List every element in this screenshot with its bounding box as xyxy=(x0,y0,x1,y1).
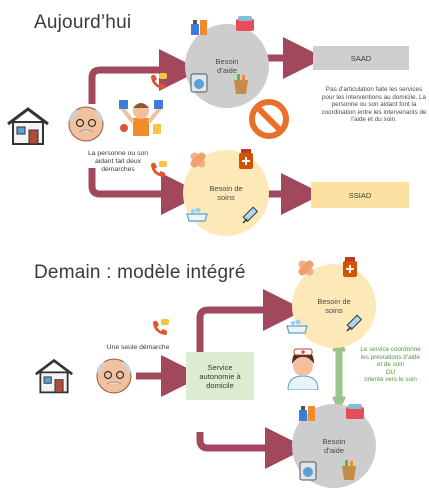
saad-box: SAAD xyxy=(313,46,409,70)
single-step-label: Une seule démarche xyxy=(106,344,170,351)
need-care-circle-tomorrow: Besoin de soins xyxy=(292,264,376,348)
syringe-icon xyxy=(346,314,363,332)
elderly-person-icon xyxy=(68,106,104,142)
green-note: Le service coordonne les prestations d’a… xyxy=(352,346,429,384)
green-note-line-2: les prestations d’aide xyxy=(360,353,421,361)
green-note-line-3: et de soin xyxy=(376,361,405,369)
groceries-icon xyxy=(234,74,248,94)
no-entry-icon xyxy=(249,99,289,139)
elderly-person-icon xyxy=(96,358,132,394)
bathtub-icon xyxy=(286,319,308,334)
need-care-label-tomorrow: Besoin de soins xyxy=(317,297,351,315)
need-care-label-today: Besoin de soins xyxy=(209,184,243,202)
phone-icon xyxy=(151,161,167,177)
ssiad-box: SSIAD xyxy=(311,182,409,208)
green-note-line-1: Le service coordonne xyxy=(360,346,421,353)
need-help-label-tomorrow: Besoin d’aide xyxy=(322,437,346,455)
phone-icon xyxy=(153,319,169,335)
title-today: Aujourd’hui xyxy=(34,12,132,33)
ssiad-label: SSIAD xyxy=(348,190,372,200)
stressed-caregiver-icon xyxy=(119,100,163,136)
saad-label: SAAD xyxy=(350,53,372,63)
service-box: Service autonomie à domicile xyxy=(186,352,254,400)
arrow-today-to-care xyxy=(88,168,203,215)
cleaning-supplies-icon xyxy=(299,406,315,421)
bandage-icon xyxy=(190,152,206,168)
person-label-today: La personne ou son aidant fait deux déma… xyxy=(87,150,149,173)
washing-machine-icon xyxy=(299,461,317,481)
house-icon xyxy=(35,358,73,394)
phone-icon xyxy=(151,73,167,89)
need-help-label-today: Besoin d’aide xyxy=(215,57,239,75)
medicine-bottle-icon xyxy=(343,257,357,277)
need-help-circle-today: Besoin d’aide xyxy=(185,24,269,108)
green-double-arrow xyxy=(332,338,346,410)
groceries-icon xyxy=(342,460,356,480)
syringe-icon xyxy=(242,206,259,224)
medicine-bottle-icon xyxy=(239,149,253,169)
bandage-icon xyxy=(298,260,314,276)
nurse-icon xyxy=(287,348,319,390)
arrow-today-to-help xyxy=(88,49,201,104)
food-icon xyxy=(236,16,254,31)
cleaning-supplies-icon xyxy=(191,20,207,35)
green-note-line-5: oriente vers le soin xyxy=(364,376,417,384)
green-note-line-4: OU xyxy=(385,368,396,376)
washing-machine-icon xyxy=(190,73,208,93)
arrow-service-to-help xyxy=(196,427,307,469)
title-tomorrow: Demain : modèle intégré xyxy=(34,262,246,283)
today-note: Pas d’articulation faite les services po… xyxy=(321,86,427,124)
house-icon xyxy=(7,107,49,145)
arrow-service-to-care xyxy=(196,289,305,352)
bathtub-icon xyxy=(186,207,208,222)
food-icon xyxy=(346,404,364,419)
service-label: Service autonomie à domicile xyxy=(199,362,241,390)
